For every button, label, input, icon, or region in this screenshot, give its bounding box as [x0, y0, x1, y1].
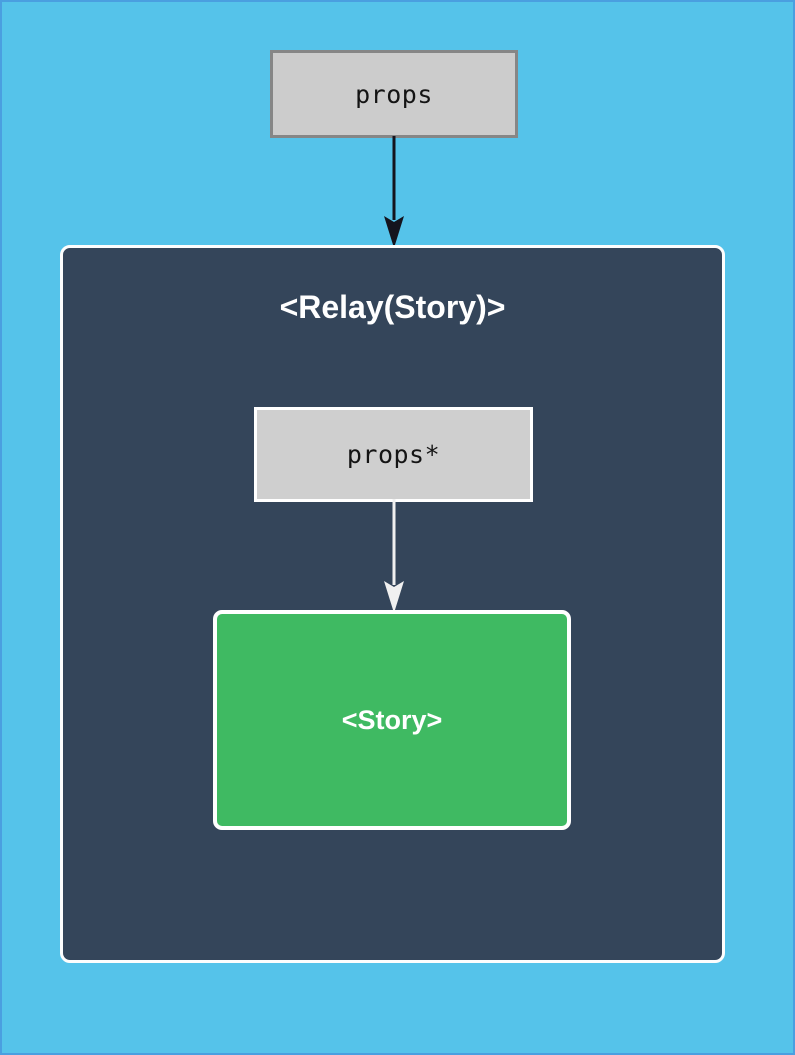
edge-props-to-relay-arrow	[384, 136, 404, 248]
node-story-label: <Story>	[341, 704, 443, 735]
node-props-inner[interactable]: props*	[254, 407, 533, 502]
edge-propsinner-to-story-arrow	[384, 499, 404, 613]
node-relay-story-title: <Relay(Story)>	[279, 289, 506, 325]
node-props-outer-label: props	[355, 79, 433, 109]
node-story[interactable]: <Story>	[213, 610, 571, 830]
node-props-inner-label: props*	[346, 440, 441, 469]
node-props-outer[interactable]: props	[270, 50, 518, 138]
